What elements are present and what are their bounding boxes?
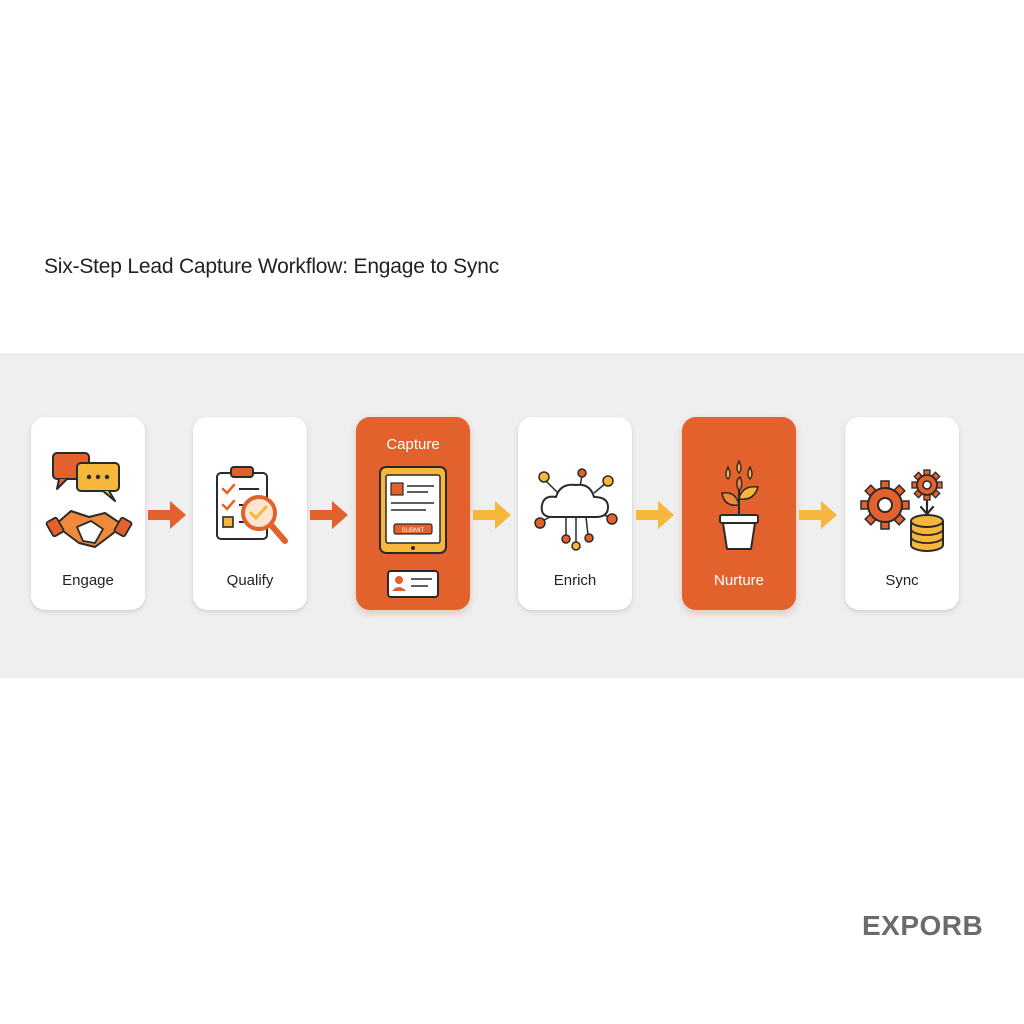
chat-handshake-icon bbox=[45, 452, 133, 548]
arrow-right-icon bbox=[799, 501, 837, 529]
step-label: Capture bbox=[386, 436, 440, 453]
step-card-engage: Engage bbox=[31, 417, 145, 610]
gears-database-icon bbox=[860, 469, 944, 552]
submit-badge: SUBMIT bbox=[402, 528, 425, 534]
arrow-right-icon bbox=[310, 501, 348, 529]
step-label: Engage bbox=[62, 572, 114, 589]
diagram-title: Six-Step Lead Capture Workflow: Engage t… bbox=[44, 255, 499, 278]
arrow-right-icon bbox=[148, 501, 186, 529]
arrow-right-icon bbox=[636, 501, 674, 529]
tablet-form-icon: SUBMIT bbox=[379, 466, 447, 598]
sprout-pot-icon bbox=[719, 459, 760, 550]
step-label: Qualify bbox=[226, 572, 274, 589]
step-label: Enrich bbox=[553, 572, 597, 589]
step-card-sync: Sync bbox=[845, 417, 959, 610]
step-label: Nurture bbox=[713, 572, 765, 589]
step-label: Sync bbox=[885, 572, 919, 589]
step-card-nurture: Nurture bbox=[682, 417, 796, 610]
clipboard-magnifier-icon bbox=[216, 466, 288, 544]
step-card-capture: Capture SUBMIT bbox=[356, 417, 470, 610]
brand-logo: EXPORB bbox=[862, 910, 984, 941]
cloud-network-icon bbox=[534, 468, 618, 551]
step-card-qualify: Qualify bbox=[193, 417, 307, 610]
step-card-enrich: Enrich bbox=[518, 417, 632, 610]
arrow-right-icon bbox=[473, 501, 511, 529]
